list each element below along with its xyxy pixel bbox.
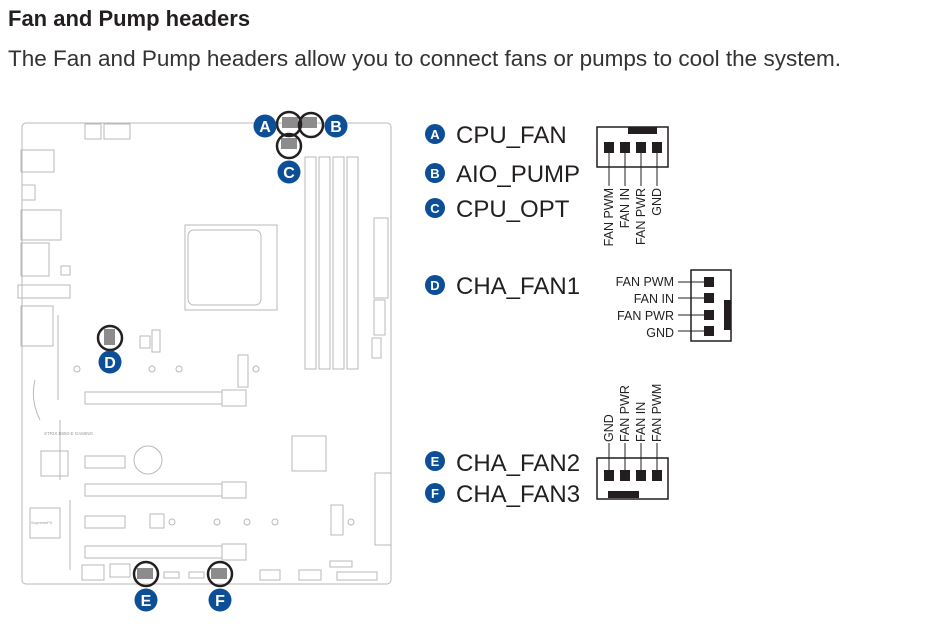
pinout-bottom: GND FAN PWR FAN IN FAN PWM	[596, 384, 669, 500]
svg-text:F: F	[431, 486, 439, 501]
legend-label: CPU_FAN	[456, 122, 567, 149]
legend-item-cha-fan2: E CHA_FAN2	[425, 450, 580, 477]
marker-c: C	[283, 165, 295, 182]
legend-item-cha-fan3: F CHA_FAN3	[425, 481, 580, 508]
legend-item-cpu-opt: C CPU_OPT	[425, 196, 570, 223]
pin-label: FAN PWM	[616, 275, 674, 289]
pin-label: FAN PWM	[602, 188, 616, 246]
pin-label: FAN PWR	[618, 385, 632, 442]
legend-label: CHA_FAN1	[456, 273, 580, 300]
cha-fan3-highlight	[206, 560, 234, 588]
legend-label: CPU_OPT	[456, 196, 570, 223]
pin-label: GND	[602, 414, 616, 442]
pinout-side: FAN PWM FAN IN FAN PWR GND	[616, 269, 732, 342]
pin-label: GND	[646, 326, 674, 340]
aio-pump-highlight	[297, 111, 325, 139]
legend-item-cpu-fan: A CPU_FAN	[425, 122, 567, 149]
pinout-top: FAN PWM FAN IN FAN PWR GND	[596, 126, 669, 246]
marker-e: E	[141, 593, 152, 610]
legend-label: CHA_FAN3	[456, 481, 580, 508]
svg-text:C: C	[430, 201, 440, 216]
pin-label: FAN IN	[634, 292, 674, 306]
pin-label: FAN PWR	[634, 188, 648, 245]
svg-text:D: D	[430, 278, 439, 293]
pin-label: FAN PWM	[650, 384, 664, 442]
svg-text:E: E	[431, 454, 440, 469]
cha-fan2-highlight	[132, 560, 160, 588]
pin-label: FAN IN	[618, 188, 632, 228]
board-model-text: STRIX B550-E GAMING	[44, 431, 94, 436]
motherboard-layout	[17, 122, 392, 585]
cpu-opt-highlight	[275, 132, 303, 160]
pin-label: GND	[650, 188, 664, 216]
svg-text:A: A	[430, 127, 440, 142]
marker-f: F	[215, 593, 225, 610]
legend-item-aio-pump: B AIO_PUMP	[425, 161, 580, 188]
cha-fan1-highlight	[96, 324, 124, 352]
cpu-fan-highlight	[275, 110, 303, 138]
marker-b: B	[330, 119, 342, 136]
legend-label: CHA_FAN2	[456, 450, 580, 477]
header-legend: A CPU_FAN B AIO_PUMP C CPU_OPT D CHA_FAN…	[425, 122, 580, 508]
header-locations	[96, 110, 325, 588]
pin-label: FAN IN	[634, 402, 648, 442]
page-title: Fan and Pump headers	[8, 6, 251, 31]
legend-label: AIO_PUMP	[456, 161, 580, 188]
board-markers: A B C D E F	[98, 114, 348, 612]
legend-item-cha-fan1: D CHA_FAN1	[425, 273, 580, 300]
board-audio-text: SupremeFX	[31, 520, 53, 525]
marker-a: A	[259, 119, 271, 136]
pin-label: FAN PWR	[617, 309, 674, 323]
page-description: The Fan and Pump headers allow you to co…	[8, 46, 841, 71]
svg-text:B: B	[430, 166, 439, 181]
marker-d: D	[104, 355, 116, 372]
